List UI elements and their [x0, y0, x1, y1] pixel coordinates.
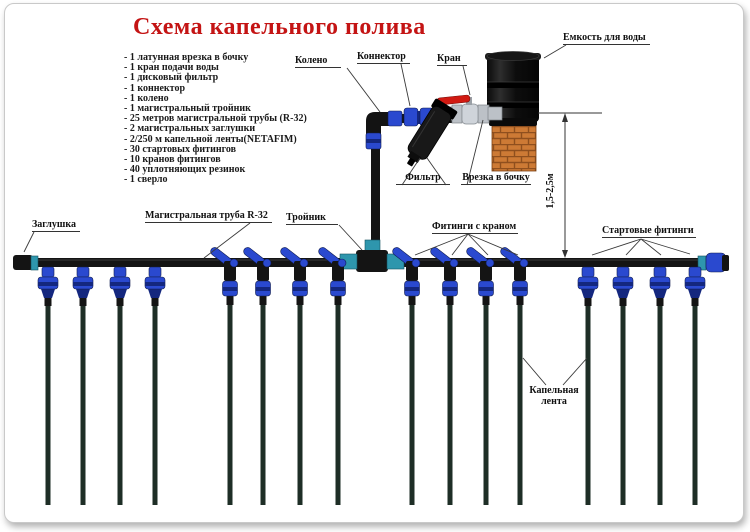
page-title: Схема капельного полива — [133, 14, 426, 40]
label-elbow: Колено — [295, 55, 342, 68]
drip-line-tap — [316, 245, 347, 506]
disc-filter — [407, 98, 458, 167]
parts-list-item: - 2 магистральных заглушки — [124, 123, 256, 135]
drip-line-straight — [649, 266, 671, 506]
drip-line-tap — [428, 245, 459, 506]
parts-list-item: - 30 стартовых фитингов — [124, 143, 237, 155]
parts-list-item: - 1 кран подачи воды — [124, 62, 219, 74]
label-valve-fittings: Фитинги с краном — [432, 221, 519, 234]
riser-pipe — [371, 148, 380, 248]
parts-list: - 1 латунная врезка в бочку - 1 кран под… — [124, 52, 307, 186]
barrel-inlet-fitting — [487, 106, 503, 121]
drip-line-straight — [37, 266, 59, 506]
parts-list-item: - 1 латунная врезка в бочку — [124, 52, 249, 63]
parts-list-item: - 1 дисковый фильтр — [124, 72, 219, 84]
label-water-tank: Емкость для воды — [563, 32, 650, 45]
parts-list-item: - 40 уплотняющих резинок — [124, 164, 246, 176]
parts-list-item: - 10 кранов фитингов — [124, 154, 221, 166]
callout-leader-lines — [23, 44, 691, 386]
end-plug-right — [697, 252, 729, 273]
label-height-range: 1,5-2,5м — [545, 173, 556, 209]
parts-list-item: - 2/250 м капельной ленты(NETAFIM) — [124, 133, 297, 145]
height-dimension-line — [538, 112, 602, 258]
drip-line-tap — [390, 245, 421, 506]
label-connector: Коннектор — [357, 51, 410, 64]
label-drip-tape: Капельная лента — [529, 385, 579, 407]
feed-assembly — [365, 94, 503, 248]
label-starter-fittings: Стартовые фитинги — [602, 225, 696, 238]
brick-column — [491, 123, 537, 172]
drip-line-tap — [241, 245, 272, 506]
label-barrel-tap: Врезка в бочку — [461, 172, 531, 185]
drip-line-straight — [144, 266, 166, 506]
parts-list-item: - 25 метров магистральной трубы (R-32) — [124, 113, 307, 125]
drip-line-straight — [109, 266, 131, 506]
label-tee: Тройник — [286, 212, 338, 225]
tee-fitting — [339, 239, 405, 272]
label-end-plug: Заглушка — [32, 219, 80, 232]
drip-line-straight — [72, 266, 94, 506]
parts-list-item: - 1 магистральный тройник — [124, 103, 251, 115]
end-plug-left — [13, 255, 39, 271]
label-valve: Кран — [437, 53, 467, 66]
drip-line-tap — [464, 245, 495, 506]
drip-line-tap — [498, 245, 529, 506]
parts-list-item: - 1 коннектор — [124, 82, 186, 94]
parts-list-item: - 1 колено — [124, 92, 169, 104]
label-main-pipe: Магистральная труба R-32 — [145, 210, 272, 223]
drip-line-tap — [208, 245, 239, 506]
drip-line-straight — [684, 266, 706, 506]
water-valve — [436, 94, 491, 125]
drip-line-tap — [278, 245, 309, 506]
parts-list-item: - 1 сверло — [124, 174, 168, 186]
label-filter: Фильтр — [396, 172, 450, 185]
drip-line-straight — [612, 266, 634, 506]
